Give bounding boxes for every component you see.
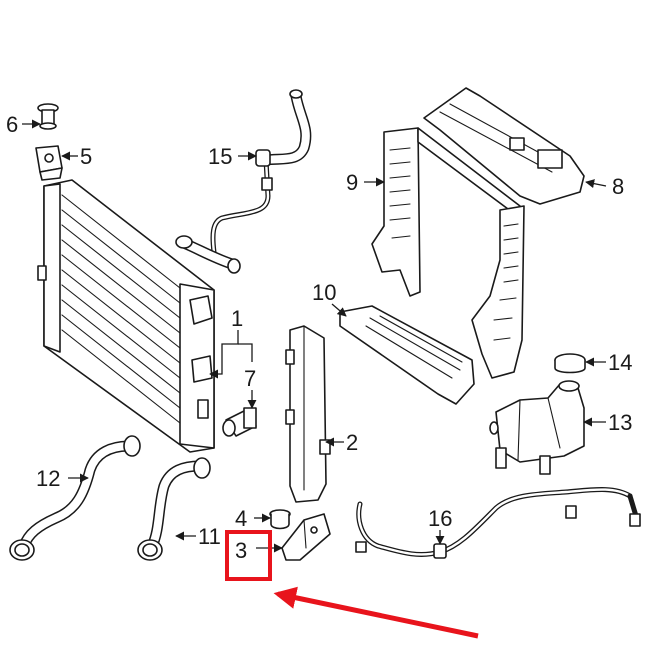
seal-part-2 [285, 325, 331, 503]
leader-lines [22, 119, 607, 553]
callout-4: 4 [235, 506, 247, 531]
hose-part-16 [355, 487, 641, 559]
reservoir-part-13 [489, 380, 585, 475]
radiator-part [37, 179, 215, 453]
bracket-part-3 [281, 513, 331, 561]
callout-8: 8 [612, 174, 624, 199]
connector-part-7 [222, 407, 257, 437]
hose-part-15 [175, 89, 312, 274]
callout-6: 6 [6, 112, 18, 137]
callout-14: 14 [608, 350, 632, 375]
callout-11: 11 [198, 524, 221, 549]
callout-2: 2 [346, 430, 358, 455]
bracket-part-5 [35, 145, 63, 181]
callout-1: 1 [231, 306, 243, 331]
air-duct-part-10 [339, 305, 475, 405]
callout-5: 5 [80, 144, 92, 169]
grommet-part-6 [37, 103, 59, 130]
callout-9: 9 [346, 170, 358, 195]
highlight-arrow [273, 586, 479, 639]
highlight-overlay [225, 530, 479, 639]
hose-part-12 [9, 435, 141, 561]
callout-7: 7 [244, 366, 256, 391]
cross-member-part-8 [423, 87, 585, 205]
callout-13: 13 [608, 410, 632, 435]
cap-part-14 [554, 353, 586, 374]
callout-labels: 6 5 15 8 9 10 1 7 14 13 2 12 16 4 11 3 [6, 112, 632, 563]
callout-16: 16 [428, 506, 452, 531]
support-frame-part-9 [371, 127, 525, 379]
callout-3: 3 [235, 538, 247, 563]
callout-12: 12 [36, 466, 60, 491]
callout-15: 15 [208, 144, 232, 169]
hose-part-11 [137, 457, 211, 561]
highlight-box [225, 530, 272, 581]
callout-10: 10 [312, 280, 336, 305]
fastener-part-4 [269, 509, 291, 530]
